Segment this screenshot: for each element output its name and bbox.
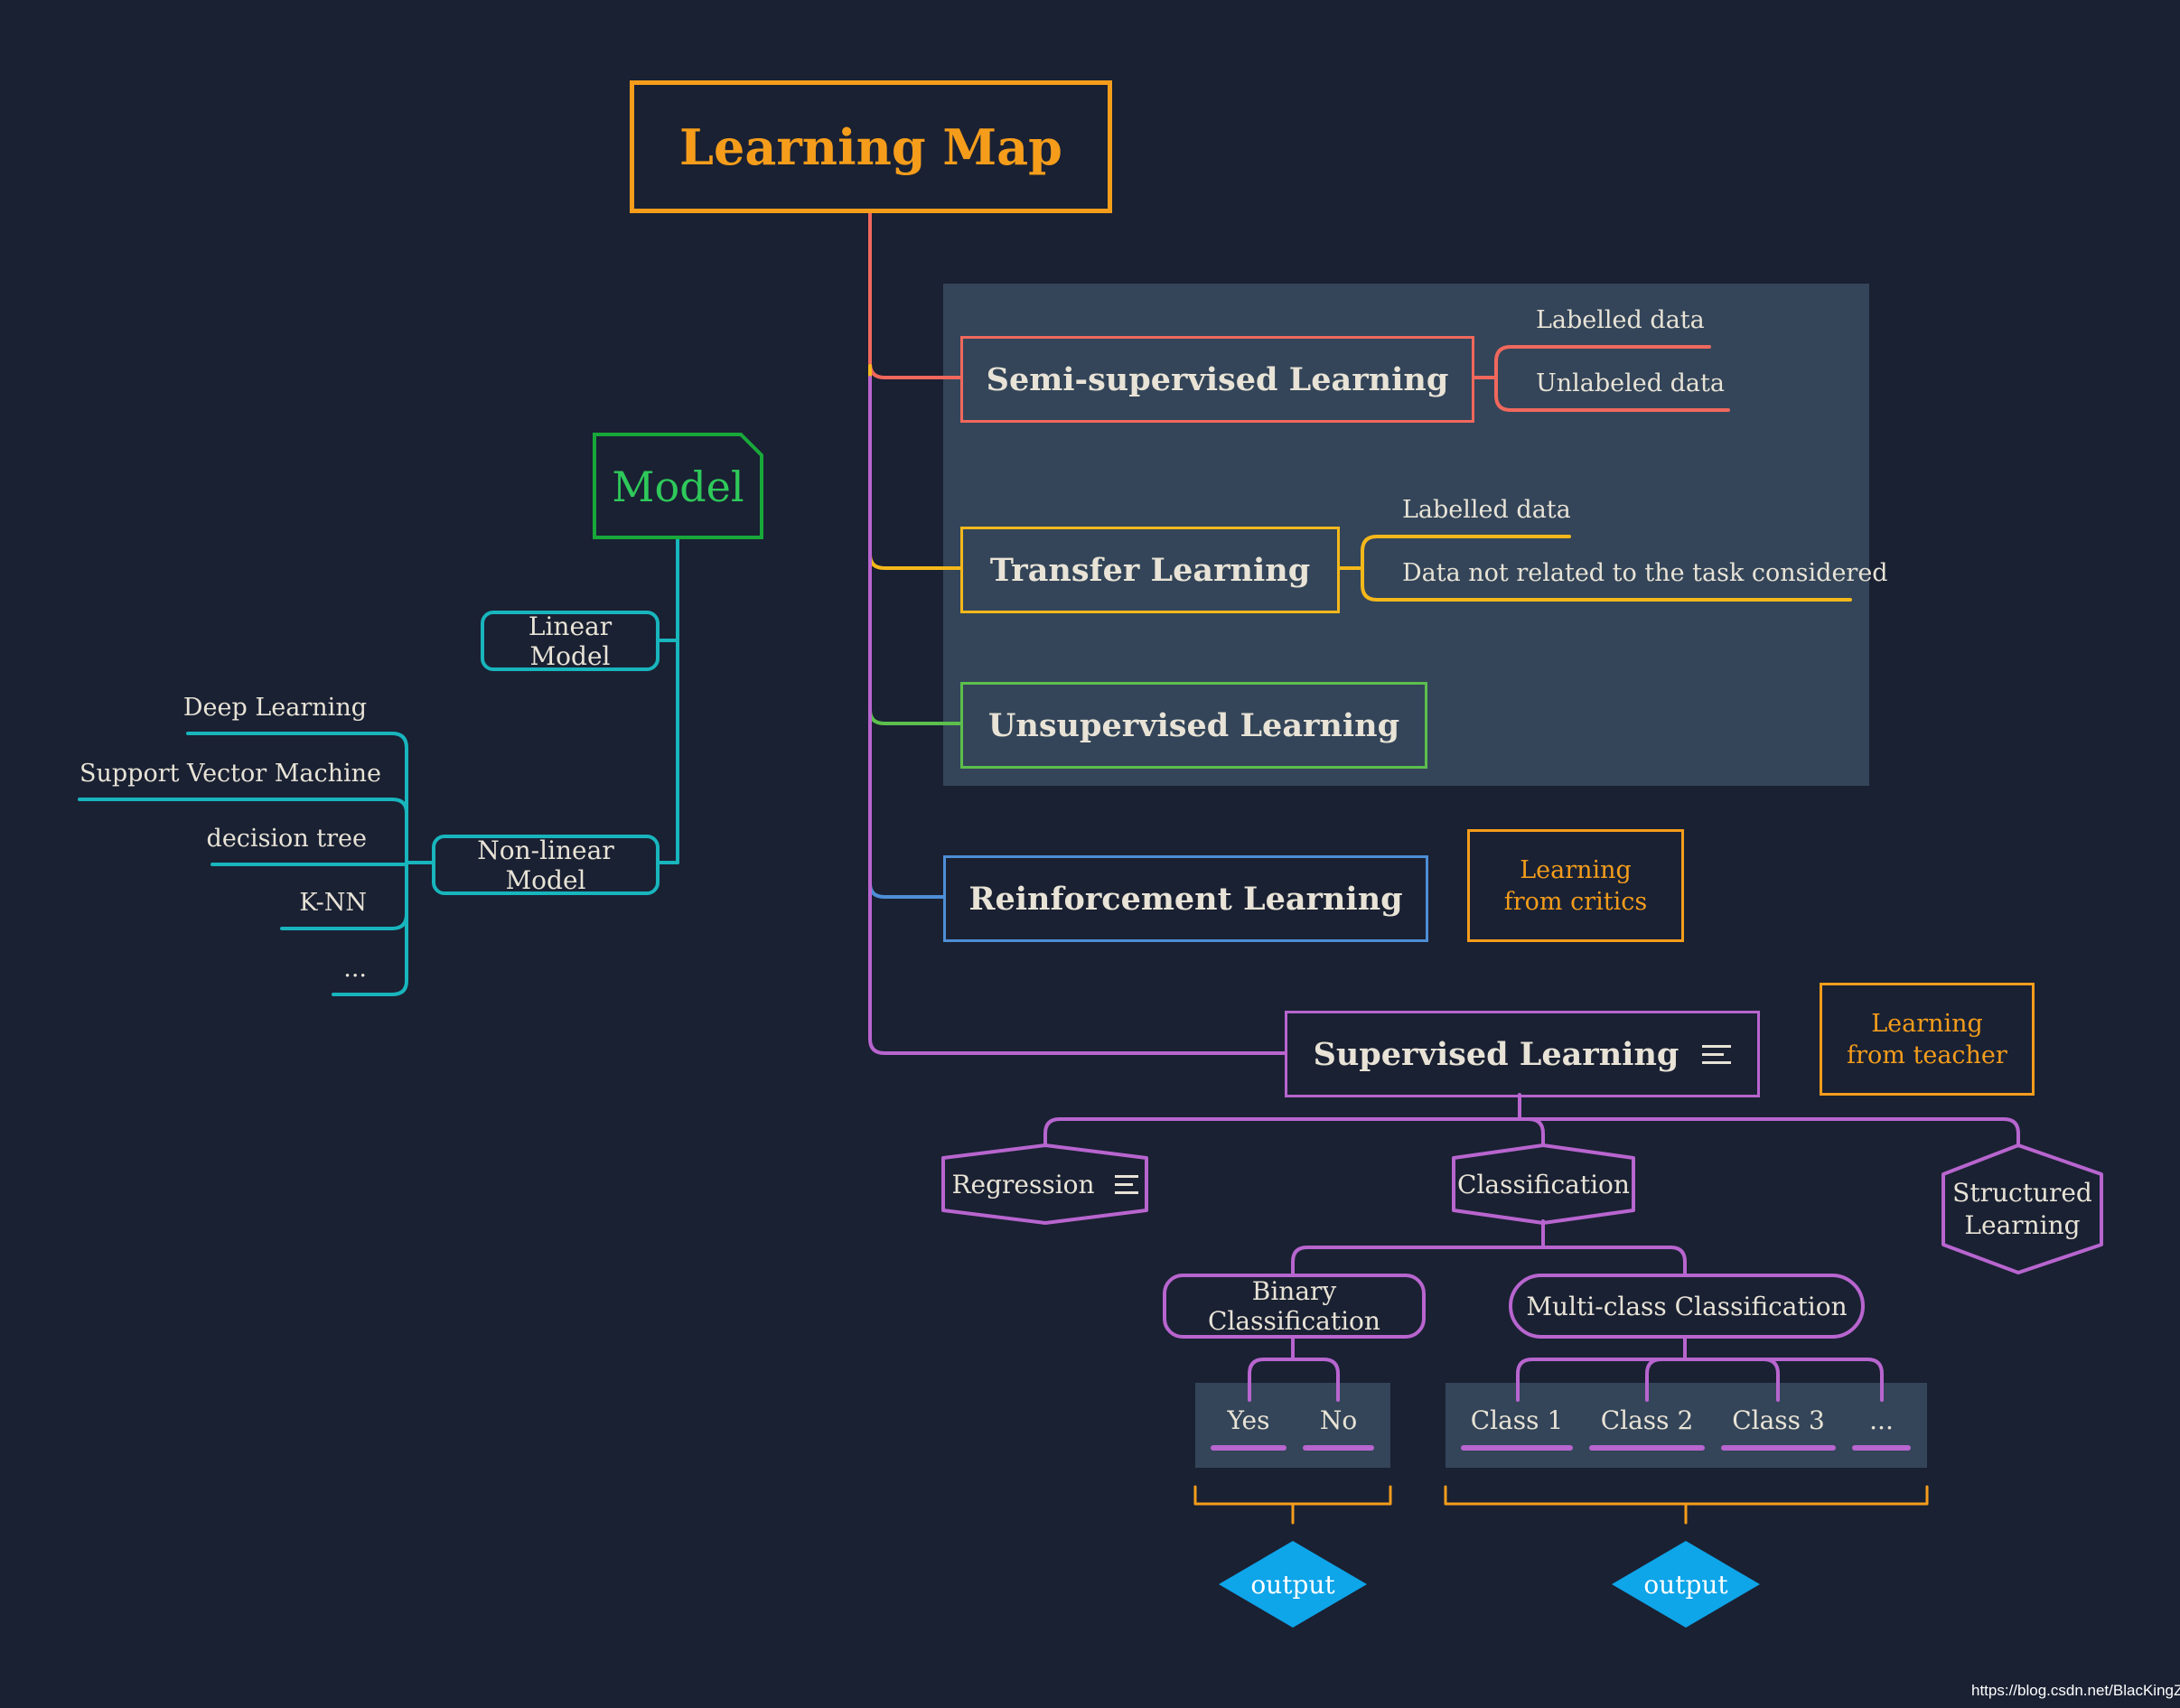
supervised-split (1043, 1117, 2020, 1147)
semi-leaf-unlabeled: Unlabeled data (1536, 369, 1725, 397)
nonlinear-leaf-deep-learning: Deep Learning (182, 694, 367, 722)
structured-node-shape (1941, 1143, 2103, 1274)
multi-output-node[interactable]: output (1643, 1569, 1728, 1600)
nonlinear-leaf-decision-tree: decision tree (206, 825, 367, 853)
transfer-bracket (1338, 535, 1379, 602)
nonlinear-leaf-knn: K-NN (299, 889, 367, 917)
multi-output-shape (1612, 1541, 1760, 1628)
trunk-supervised (868, 376, 1286, 1055)
unsupervised-learning-node[interactable]: Unsupervised Learning (960, 682, 1427, 769)
transfer-leaf-unrelated: Data not related to the task considered (1402, 559, 1888, 587)
reinforcement-learning-node[interactable]: Reinforcement Learning (943, 855, 1428, 942)
multi-item-class-3: Class 3 (1732, 1405, 1825, 1435)
nonlinear-leaf-line-2 (78, 798, 408, 815)
nonlinear-leaf-svm: Support Vector Machine (80, 760, 382, 788)
supervised-learning-node[interactable]: Supervised Learning (1285, 1011, 1760, 1097)
model-node-label[interactable]: Model (612, 462, 744, 511)
binary-classification-node[interactable]: Binary Classification (1163, 1274, 1426, 1339)
learning-map-title: Learning Map (630, 80, 1112, 213)
multiclass-items-panel (1446, 1383, 1927, 1468)
classification-node-shape (1452, 1143, 1635, 1225)
transfer-learning-node[interactable]: Transfer Learning (960, 527, 1340, 613)
structured-learning-node[interactable]: Structured Learning (1952, 1178, 2092, 1240)
binary-item-no: No (1319, 1405, 1358, 1435)
source-credit: https://blog.csdn.net/BlacKingZ (1971, 1682, 2180, 1699)
multi-split (1516, 1336, 1884, 1402)
regression-node-shape (941, 1143, 1148, 1225)
nonlinear-leaf-more: ... (343, 955, 367, 983)
model-node-shape (593, 433, 763, 539)
linear-model-node[interactable]: Linear Model (481, 611, 660, 671)
semi-bracket (1473, 345, 1512, 412)
supervised-learning-label: Supervised Learning (1313, 1035, 1679, 1073)
trunk-semi (868, 211, 962, 379)
reinforcement-note: Learning from critics (1467, 829, 1684, 942)
regression-node[interactable]: Regression (943, 1158, 1146, 1210)
multiclass-classification-node[interactable]: Multi-class Classification (1509, 1274, 1865, 1339)
nonlinear-leaf-line-4 (280, 912, 408, 930)
binary-output-node[interactable]: output (1250, 1569, 1335, 1600)
binary-items-panel (1195, 1383, 1390, 1468)
trunk-reinforcement (868, 685, 945, 899)
binary-item-yes: Yes (1227, 1405, 1270, 1435)
multi-brace (1444, 1485, 1929, 1525)
supervised-note: Learning from teacher (1820, 983, 2035, 1096)
binary-split (1248, 1336, 1340, 1402)
classification-node[interactable]: Classification (1457, 1169, 1630, 1199)
multi-item-class-1: Class 1 (1470, 1405, 1564, 1435)
nonlinear-model-node[interactable]: Non-linear Model (432, 835, 660, 895)
regression-notes-icon (1114, 1170, 1138, 1199)
multi-item-more: ... (1869, 1405, 1894, 1435)
semi-supervised-node[interactable]: Semi-supervised Learning (960, 336, 1474, 423)
notes-menu-icon (1702, 1040, 1732, 1069)
binary-output-shape (1219, 1541, 1367, 1628)
multi-item-class-2: Class 2 (1600, 1405, 1694, 1435)
transfer-leaf-labelled: Labelled data (1402, 496, 1571, 524)
semi-leaf-labelled: Labelled data (1536, 306, 1705, 334)
binary-brace (1193, 1485, 1392, 1525)
trunk-transfer (868, 364, 962, 570)
regression-label: Regression (951, 1169, 1095, 1199)
classification-split (1291, 1219, 1687, 1276)
